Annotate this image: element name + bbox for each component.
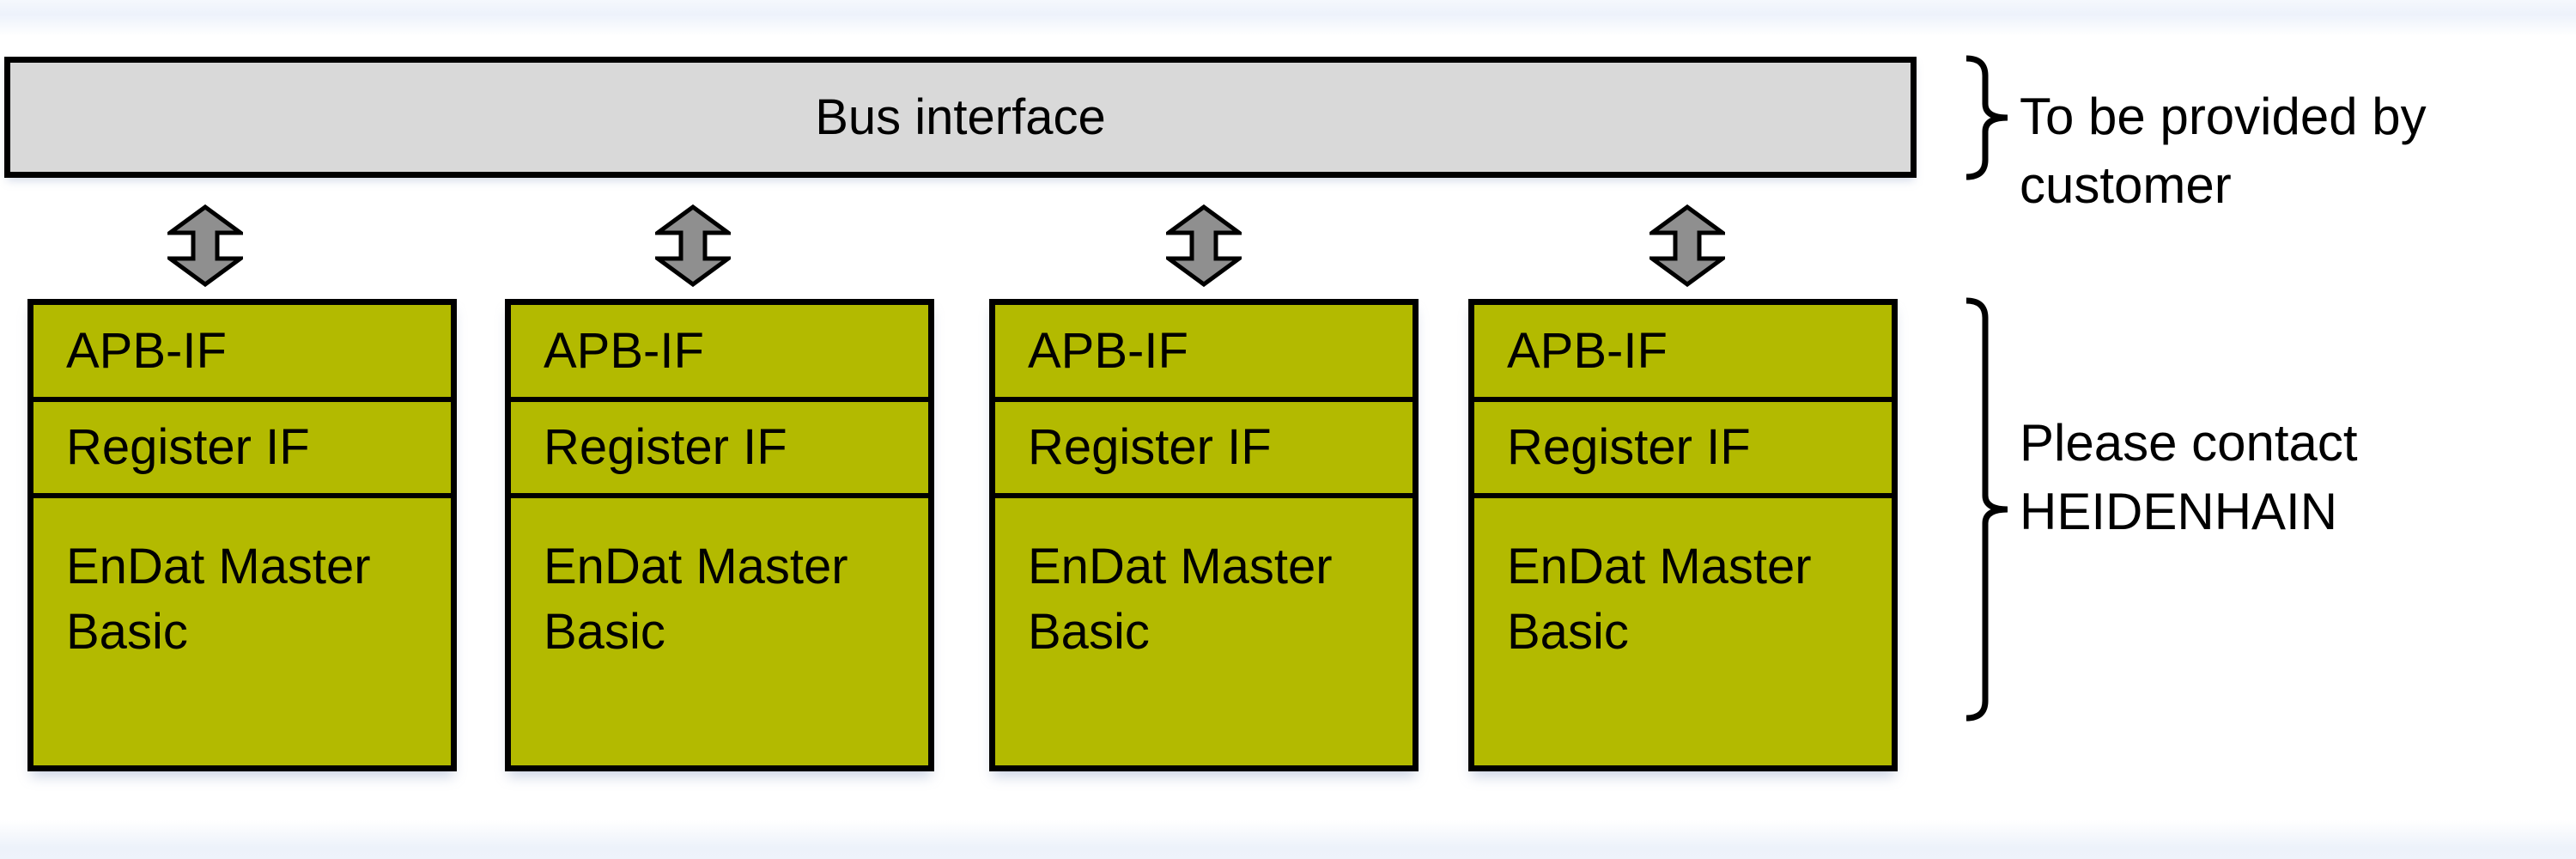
endat-master-module: APB-IF Register IF EnDat Master Basic <box>989 299 1419 771</box>
segment-label: Register IF <box>544 419 787 475</box>
segment-label: EnDat Master Basic <box>1028 539 1333 660</box>
module-segment-register-if: Register IF <box>511 402 928 498</box>
bus-interface-label: Bus interface <box>815 88 1106 145</box>
segment-label: EnDat Master Basic <box>544 539 848 660</box>
annotation-line: customer <box>2020 156 2232 214</box>
endat-master-module: APB-IF Register IF EnDat Master Basic <box>1468 299 1898 771</box>
segment-label: APB-IF <box>66 322 227 379</box>
brace-modules <box>1959 297 2016 722</box>
segment-label: Register IF <box>66 419 310 475</box>
annotation-line: Please contact <box>2020 414 2358 472</box>
segment-label: EnDat Master Basic <box>66 539 371 660</box>
annotation-line: HEIDENHAIN <box>2020 483 2338 540</box>
module-segment-endat-master-basic: EnDat Master Basic <box>33 498 451 765</box>
segment-label: APB-IF <box>544 322 704 379</box>
module-segment-endat-master-basic: EnDat Master Basic <box>1474 498 1892 765</box>
up-down-arrow-icon <box>1166 204 1242 287</box>
module-segment-apb-if: APB-IF <box>1474 305 1892 402</box>
annotation-contact-heidenhain: Please contact HEIDENHAIN <box>2020 409 2358 546</box>
annotation-line: To be provided by <box>2020 88 2427 145</box>
module-segment-endat-master-basic: EnDat Master Basic <box>995 498 1413 765</box>
segment-label: APB-IF <box>1028 322 1188 379</box>
module-segment-register-if: Register IF <box>1474 402 1892 498</box>
bus-interface-box: Bus interface <box>4 57 1917 178</box>
annotation-provided-by-customer: To be provided by customer <box>2020 82 2427 220</box>
brace-bus-interface <box>1959 55 2016 180</box>
module-segment-apb-if: APB-IF <box>33 305 451 402</box>
up-down-arrow-icon <box>1649 204 1725 287</box>
endat-master-module: APB-IF Register IF EnDat Master Basic <box>27 299 457 771</box>
up-down-arrow-icon <box>167 204 243 287</box>
endat-master-module: APB-IF Register IF EnDat Master Basic <box>505 299 934 771</box>
page-top-gradient <box>0 0 2576 36</box>
module-segment-apb-if: APB-IF <box>511 305 928 402</box>
segment-label: Register IF <box>1028 419 1272 475</box>
up-down-arrow-icon <box>655 204 731 287</box>
module-segment-register-if: Register IF <box>33 402 451 498</box>
module-segment-endat-master-basic: EnDat Master Basic <box>511 498 928 765</box>
module-segment-register-if: Register IF <box>995 402 1413 498</box>
module-segment-apb-if: APB-IF <box>995 305 1413 402</box>
segment-label: Register IF <box>1507 419 1751 475</box>
segment-label: APB-IF <box>1507 322 1668 379</box>
page-bottom-gradient <box>0 820 2576 859</box>
segment-label: EnDat Master Basic <box>1507 539 1812 660</box>
